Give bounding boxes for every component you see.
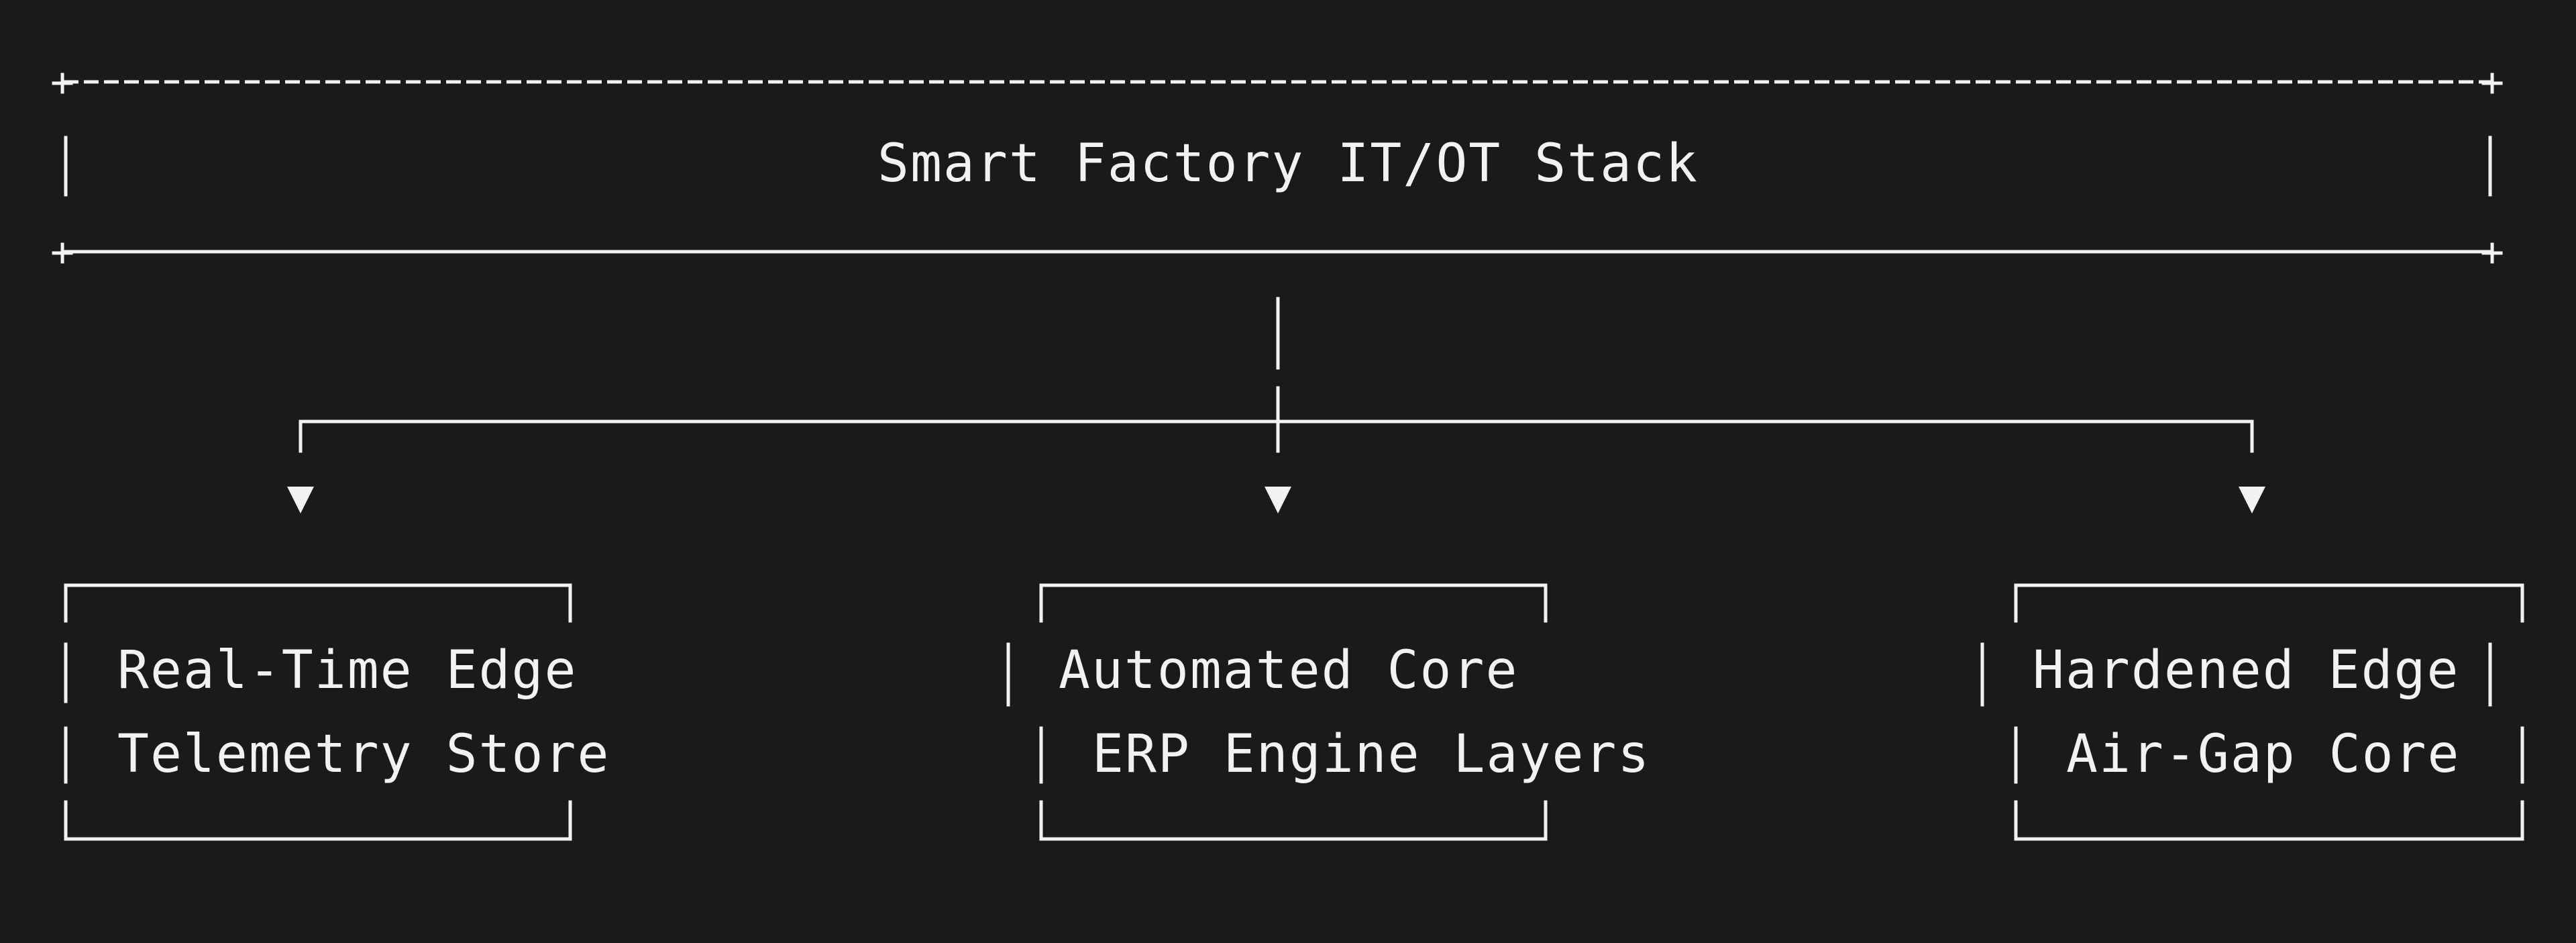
- arrow-down-icon: [2239, 487, 2265, 513]
- connectors: [287, 297, 2265, 513]
- component-box-telemetry: Real-Time Edge Telemetry Store: [64, 583, 610, 841]
- corner-plus: +: [2480, 59, 2504, 106]
- corner-plus: +: [50, 229, 74, 276]
- box-label-line1: Real-Time Edge: [117, 640, 577, 701]
- box-top-border: [64, 583, 572, 623]
- arrow-down-icon: [1265, 487, 1291, 513]
- box-bottom-border: [64, 800, 572, 841]
- box-bottom-border: [1039, 800, 1548, 841]
- corner-plus: +: [50, 59, 74, 106]
- corner-plus: +: [2480, 229, 2504, 276]
- component-box-erp: Automated Core ERP Engine Layers: [1006, 583, 1650, 841]
- box-top-border: [1039, 583, 1548, 623]
- arrow-down-icon: [287, 487, 314, 513]
- box-bottom-border: [2014, 800, 2524, 841]
- box-label-line1: Automated Core: [1059, 640, 1518, 701]
- box-label-line1: Hardened Edge: [2033, 640, 2459, 701]
- box-label-line2: ERP Engine Layers: [1092, 724, 1650, 785]
- box-top-border: [2014, 583, 2524, 623]
- box-label-line2: Telemetry Store: [117, 724, 610, 785]
- diagram-title: Smart Factory IT/OT Stack: [877, 134, 1699, 194]
- header-box: + + + + Smart Factory IT/OT Stack: [50, 59, 2504, 276]
- box-label-line2: Air-Gap Core: [2066, 724, 2461, 785]
- component-box-airgap: Hardened Edge Air-Gap Core: [1980, 583, 2524, 841]
